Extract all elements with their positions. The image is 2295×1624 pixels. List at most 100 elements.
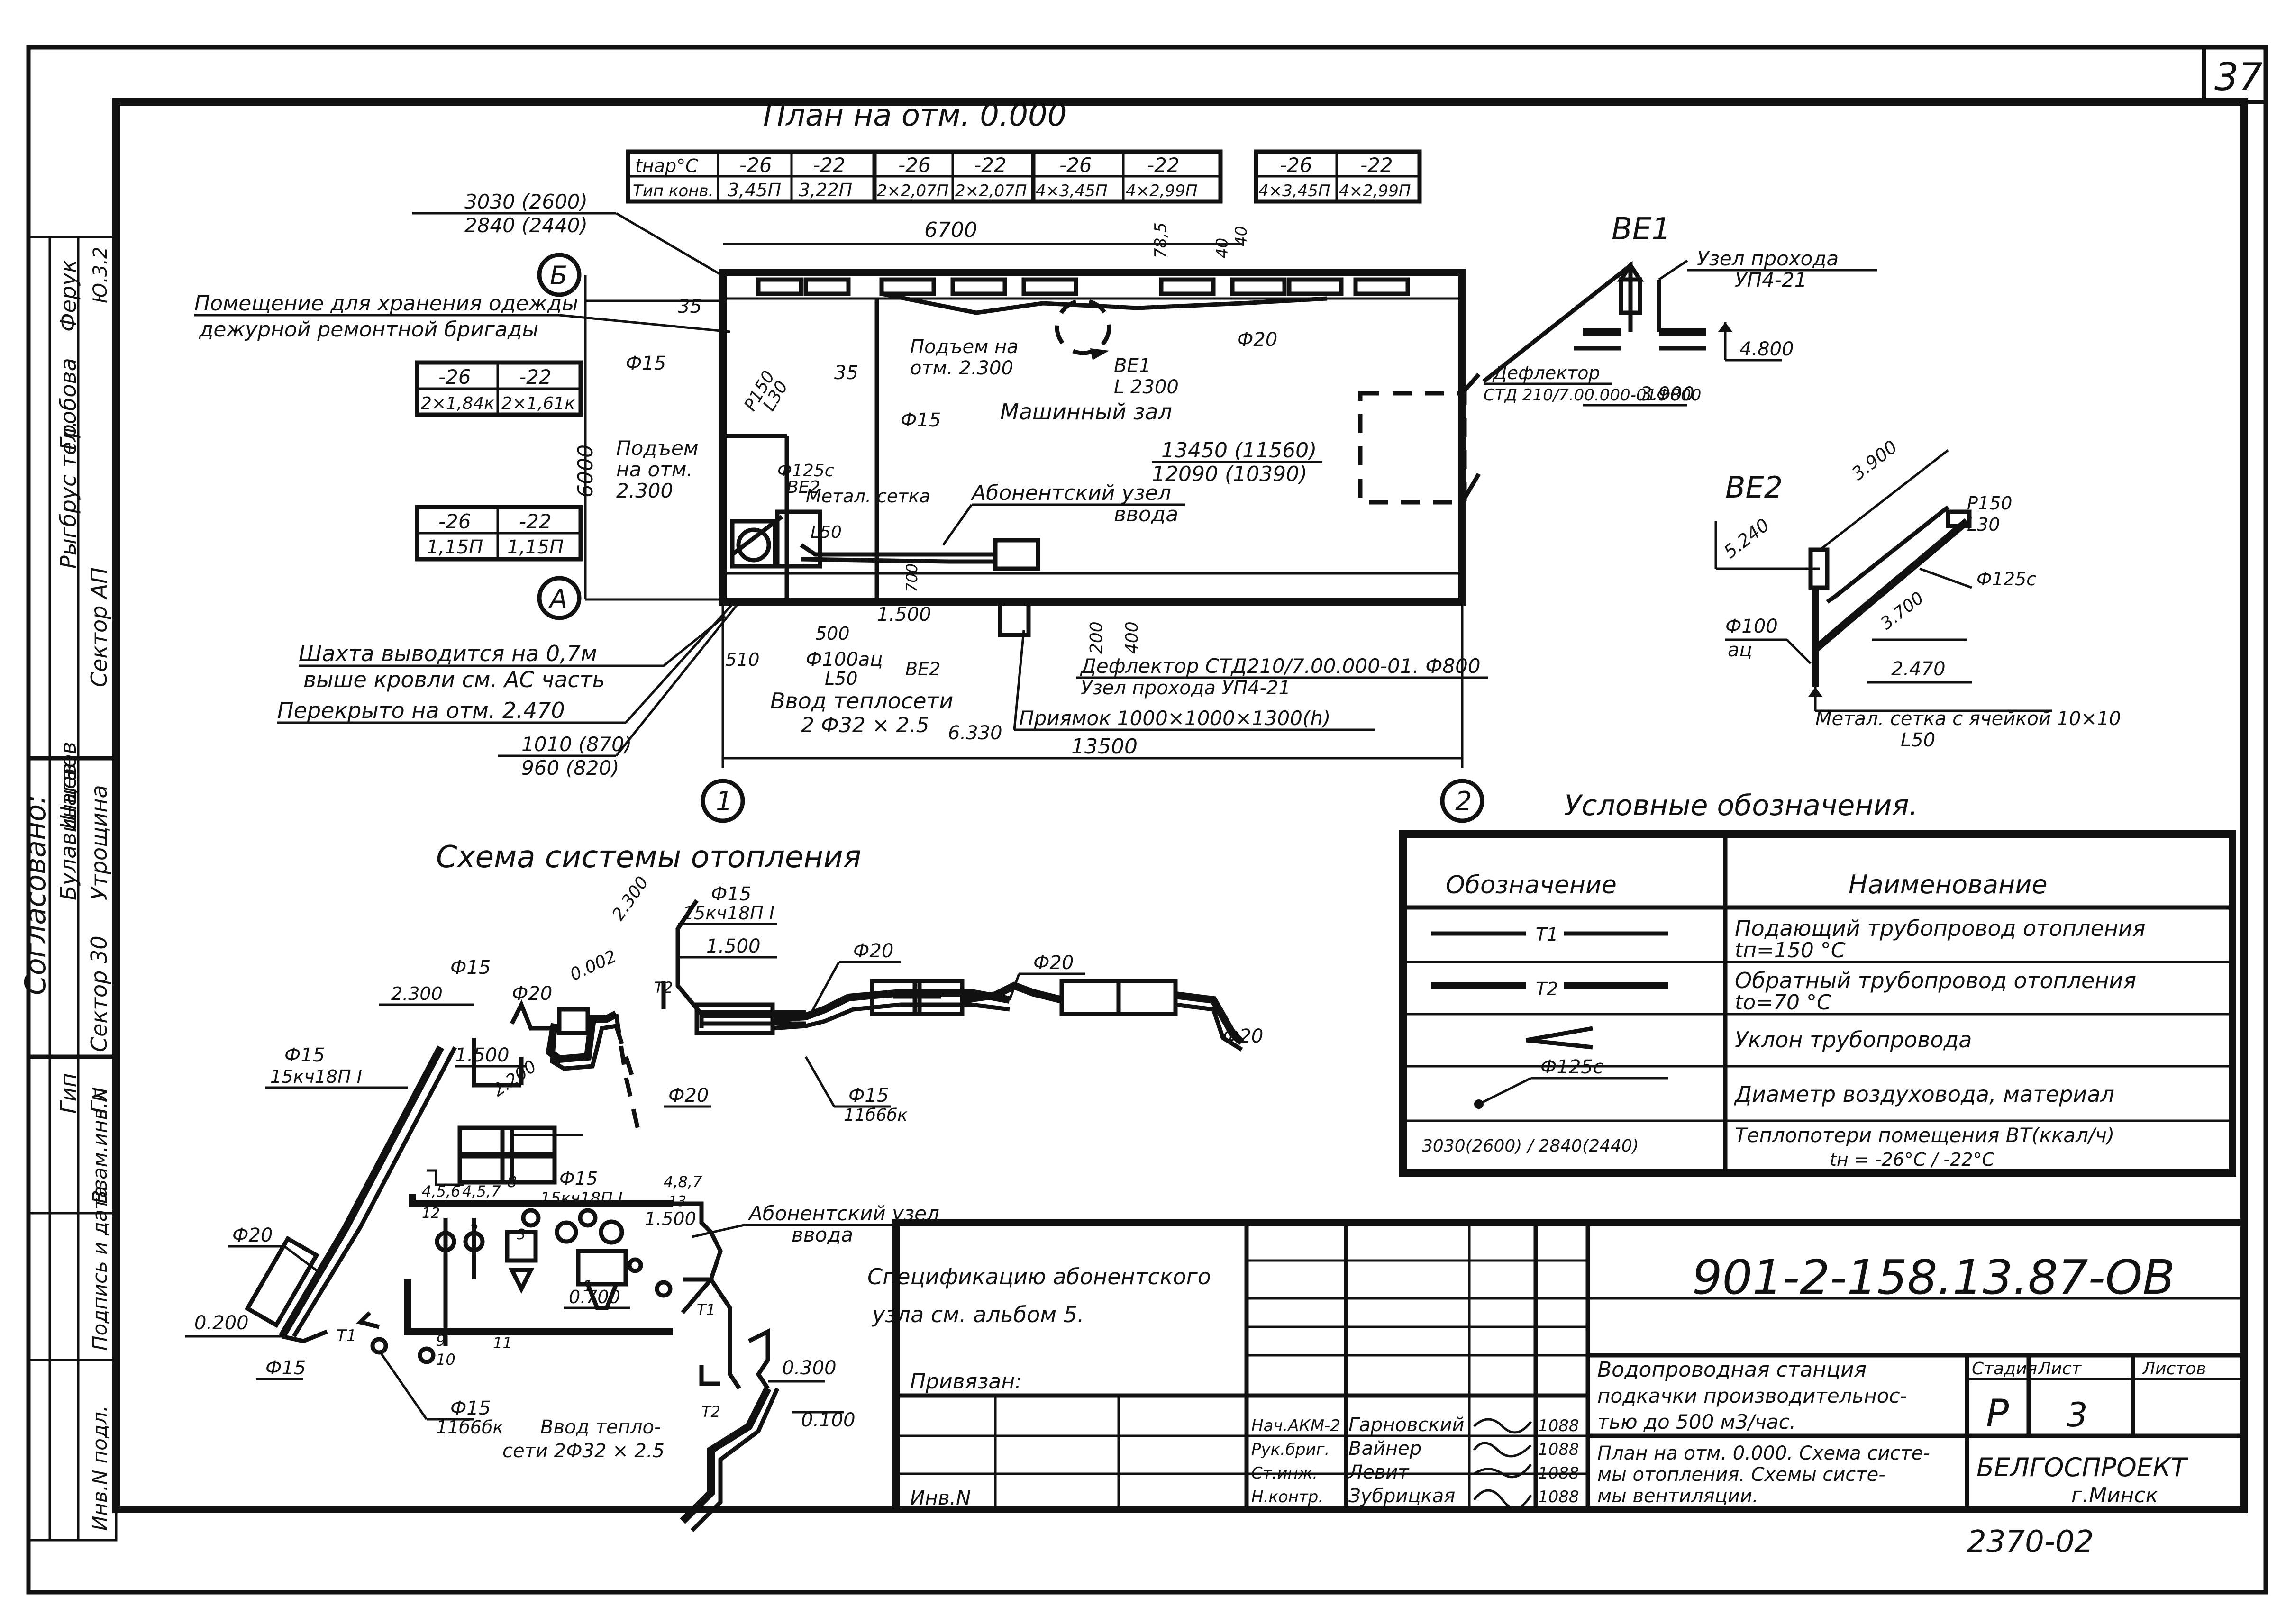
replace-inv-label: Взам.инв.N: [88, 1087, 111, 1204]
valve-label: 15кч18П I: [540, 1189, 623, 1208]
metal-net-label: Метал. сетка: [806, 486, 930, 507]
diameter-label: Ф15: [450, 957, 491, 979]
level: 5.240: [1720, 514, 1773, 563]
callout: 10: [436, 1351, 455, 1369]
sheet-header: Лист: [2037, 1359, 2082, 1379]
stage: Р: [1986, 1391, 2009, 1435]
organization-city: г.Минск: [2071, 1483, 2158, 1507]
lift-label: Подъем: [616, 436, 699, 460]
date: 1088: [1538, 1464, 1579, 1483]
dimension: 40: [1232, 226, 1251, 246]
lift-room-label: отм. 2.300: [910, 357, 1013, 379]
role: Рук.бриг.: [1251, 1440, 1330, 1459]
person: Вайнер: [1348, 1438, 1421, 1460]
table-cell: 4×2,99П: [1126, 181, 1197, 200]
dimension: 700: [903, 563, 921, 592]
diameter-label: Ф15: [848, 1085, 889, 1107]
sheets-header: Листов: [2141, 1359, 2206, 1379]
legend-name: Теплопотери помещения ВТ(ккал/ч): [1735, 1124, 2114, 1147]
callout: 2: [469, 1222, 478, 1238]
level: 1.500: [706, 935, 761, 957]
role: Н.контр.: [1251, 1488, 1323, 1506]
legend-name: Диаметр воздуховода, материал: [1734, 1081, 2114, 1107]
project-name: Водопроводная станция: [1597, 1358, 1867, 1382]
heat-load: 13450 (11560): [1161, 438, 1317, 463]
approval-row: Гип: [55, 1073, 81, 1114]
diameter-label: Ф20: [1223, 1025, 1263, 1047]
diameter-label: Ф15: [265, 1357, 306, 1379]
diameter-label: Ф15: [559, 1168, 598, 1189]
legend-symbol: 3030(2600) / 2840(2440): [1422, 1136, 1639, 1156]
room-label: Помещение для хранения одежды: [194, 291, 578, 316]
table-cell: 2×2,07П: [955, 181, 1027, 200]
diameter-label: Ф100: [1725, 616, 1778, 637]
stage-header: Стадия: [1972, 1359, 2037, 1379]
table-cell: 2×1,84к: [421, 394, 494, 413]
level: 0.100: [801, 1409, 856, 1431]
legend-name: tн = -26°C / -22°C: [1830, 1149, 1994, 1170]
level: 3.900: [1640, 383, 1694, 405]
table-cell: -22: [1360, 154, 1393, 177]
dimension: 500: [815, 623, 850, 644]
table-cell: 2×2,07П: [877, 181, 948, 200]
table-cell: tнар°C: [635, 155, 698, 176]
level: 0.300: [782, 1357, 837, 1379]
date: 1088: [1538, 1416, 1579, 1435]
shaft-note: выше кровли см. АС часть: [303, 667, 605, 692]
person: Гарновский: [1348, 1414, 1465, 1436]
sheet-name: мы вентиляции.: [1597, 1485, 1758, 1507]
level: 3.900: [1848, 436, 1901, 484]
table-cell: 4×3,45П: [1036, 181, 1107, 200]
role: Нач.АКМ-2: [1251, 1416, 1340, 1435]
pit-label: Приямок 1000×1000×1300(h): [1019, 707, 1330, 730]
node-label: Узел прохода: [1697, 247, 1839, 270]
inventory-label: Инв.N подл.: [88, 1406, 111, 1531]
dimension: 6.330: [948, 722, 1002, 744]
ventilation-be2: ВЕ2 3.900 5.240 P150 L30 Ф125с 3.700 2.4…: [1714, 436, 2121, 751]
deflector-label: СТД 210/7.00.000-01Ф800: [1484, 386, 1701, 405]
legend-symbol: Ф125с: [1540, 1056, 1603, 1078]
diameter-label: Ф100ац: [806, 649, 883, 671]
axis-label: 1: [716, 786, 733, 817]
pipe-marker: T2: [701, 1403, 720, 1421]
deflector-label: Дефлектор СТД210/7.00.000-01. Ф800: [1080, 654, 1481, 678]
spec-note: узла см. альбом 5.: [871, 1302, 1084, 1327]
table-cell: -26: [898, 154, 931, 177]
table-cell: 4×3,45П: [1258, 181, 1330, 200]
approval-date: Ю.3.2: [90, 246, 111, 303]
diameter-label: Ф20: [512, 983, 552, 1005]
legend-symbol: T1: [1536, 924, 1558, 945]
system-label: ВЕ2: [787, 478, 820, 497]
subscriber-label: ввода: [1114, 502, 1178, 526]
diameter-label: Ф15: [711, 883, 751, 905]
approval-row: Шагаев: [55, 742, 81, 829]
title-block: 901-2-158.13.87-ОВ Привязан: Инв.N Водоп…: [892, 1219, 2248, 1560]
room-table-1: -26 -22 2×1,84к 2×1,61к: [415, 360, 583, 417]
dimension: 510: [725, 649, 760, 670]
pipe-marker: T2: [654, 979, 673, 997]
table-cell: -22: [1147, 154, 1180, 177]
level: 0.200: [194, 1312, 249, 1334]
approval-row: Сектор 30: [86, 936, 112, 1052]
be1-title: ВЕ1: [1612, 212, 1671, 247]
callout: 9: [436, 1332, 446, 1350]
diameter-label: Ф20: [232, 1225, 273, 1246]
table-cell: 1,15П: [507, 536, 564, 558]
heat-in-label: сети 2Ф32 × 2.5: [502, 1440, 665, 1462]
level: 1.500: [455, 1044, 510, 1066]
organization: БЕЛГОСПРОЕКТ: [1976, 1452, 2188, 1482]
dimension: 35: [834, 362, 858, 384]
material-label: ац: [1728, 639, 1752, 661]
legend-title: Условные обозначения.: [1564, 789, 1918, 822]
heating-title: Схема системы отопления: [436, 840, 861, 875]
heat-in-label: Ввод тепло-: [540, 1416, 661, 1438]
callout: 3: [517, 1226, 526, 1243]
dimension: 200: [1087, 621, 1106, 654]
table-cell: -26: [1059, 154, 1092, 177]
heat-load: 3030 (2600): [464, 190, 588, 213]
legend-name: tо=70 °C: [1735, 990, 1831, 1015]
level: 2.470: [1891, 658, 1946, 680]
approvals-header: Согласовано:: [19, 795, 52, 995]
callout: 8: [507, 1173, 517, 1191]
